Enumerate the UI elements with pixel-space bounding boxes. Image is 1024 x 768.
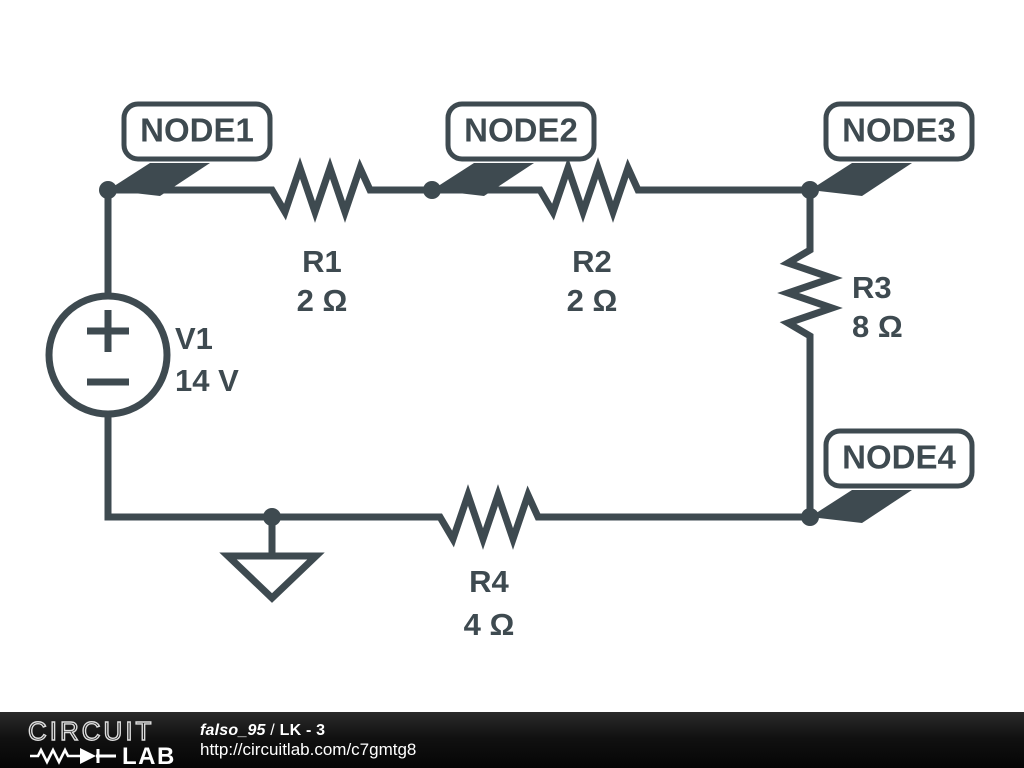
label-r2-value: 2 Ω xyxy=(567,283,618,318)
callout-node4-label: NODE4 xyxy=(842,439,956,476)
logo-diode-triangle-icon xyxy=(80,748,96,764)
callout-node2-tail xyxy=(432,163,534,196)
footer-url[interactable]: http://circuitlab.com/c7gmtg8 xyxy=(200,740,417,760)
circuit-canvas[interactable]: V1 14 V R1 2 Ω R2 2 Ω R3 8 Ω R4 4 Ω NODE… xyxy=(0,0,1024,712)
callout-node1-tail xyxy=(108,163,210,196)
label-v1-value: 14 V xyxy=(175,363,239,398)
resistor-r1-symbol[interactable] xyxy=(262,157,378,223)
resistor-r3-symbol[interactable] xyxy=(777,240,843,348)
callout-node2-box[interactable] xyxy=(445,101,597,162)
callout-node2-label: NODE2 xyxy=(464,112,578,149)
callout-node3-label: NODE3 xyxy=(842,112,956,149)
callout-node3-box[interactable] xyxy=(823,101,975,162)
callout-node3-tail xyxy=(810,163,912,196)
footer-circuit-title: LK - 3 xyxy=(279,721,326,739)
circuitlab-logo[interactable]: CIRCUIT LAB xyxy=(0,712,200,768)
callout-node3[interactable]: NODE3 xyxy=(810,101,975,196)
ground-triangle-icon xyxy=(219,552,325,603)
logo-resistor-diode-icon xyxy=(30,747,116,765)
footer-title-line: falso_95 / LK - 3 xyxy=(200,722,1024,741)
label-r4-value: 4 Ω xyxy=(464,607,515,642)
footer-separator: / xyxy=(270,721,275,739)
label-r3-value: 8 Ω xyxy=(852,309,903,344)
callout-node4[interactable]: NODE4 xyxy=(810,428,975,523)
label-r1-name: R1 xyxy=(302,244,342,279)
logo-circuit-text: CIRCUIT xyxy=(28,716,154,746)
callout-node4-box[interactable] xyxy=(823,428,975,489)
label-r4-name: R4 xyxy=(469,564,509,599)
callout-node1-box[interactable] xyxy=(121,101,273,162)
callout-node1-label: NODE1 xyxy=(140,112,254,149)
label-r3-name: R3 xyxy=(852,270,892,305)
label-v1-name: V1 xyxy=(175,321,213,356)
footer-bar: CIRCUIT LAB falso_95 / LK - 3 http://cir… xyxy=(0,712,1024,768)
footer-meta: falso_95 / LK - 3 http://circuitlab.com/… xyxy=(200,720,1024,761)
label-r2-name: R2 xyxy=(572,244,612,279)
logo-lab-text: LAB xyxy=(122,743,176,768)
footer-username: falso_95 xyxy=(200,721,266,739)
resistor-r2-symbol[interactable] xyxy=(530,157,648,223)
callout-node1[interactable]: NODE1 xyxy=(108,101,273,196)
voltage-source-circle[interactable] xyxy=(45,292,171,418)
junction-dot-ground xyxy=(263,508,281,526)
callout-node4-tail xyxy=(810,490,912,523)
resistor-r4-symbol[interactable] xyxy=(430,484,548,550)
callout-node2[interactable]: NODE2 xyxy=(432,101,597,196)
label-r1-value: 2 Ω xyxy=(297,283,348,318)
